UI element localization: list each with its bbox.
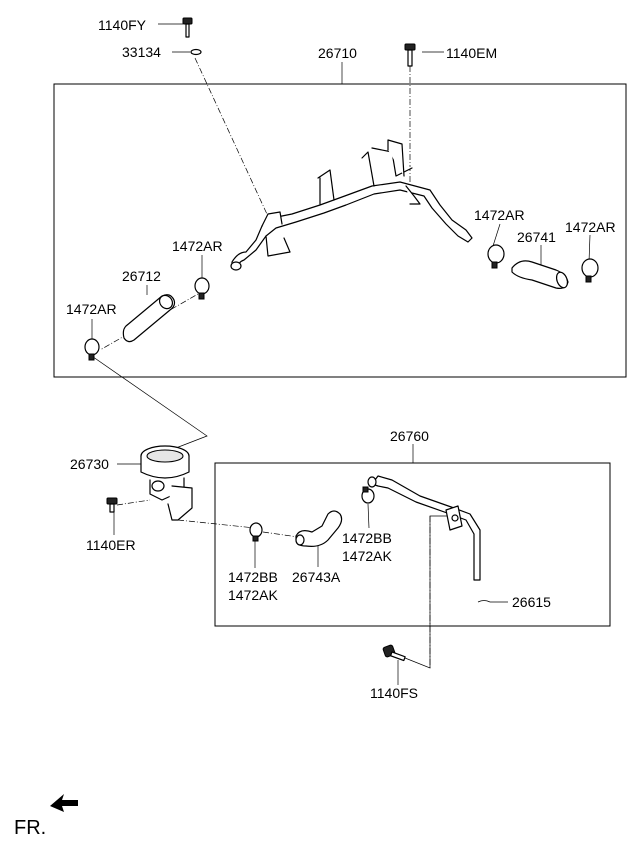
- valve-26730: [140, 445, 193, 521]
- clamp-1472ar-icon: [84, 338, 100, 361]
- coolant-pipe-26710: [230, 139, 473, 271]
- bolt-1140er-icon: [106, 497, 118, 513]
- clamp-1472bb-icon: [249, 522, 263, 542]
- hose-26712: [122, 294, 176, 343]
- label-26710: 26710: [318, 45, 357, 61]
- label-1472ar: 1472AR: [172, 238, 223, 254]
- bolt-1140fs-icon: [382, 644, 406, 662]
- label-1472ar: 1472AR: [66, 301, 117, 317]
- bolt-1140fy-icon: [182, 17, 193, 38]
- hose-26741: [511, 260, 569, 289]
- hose-26743a: [295, 510, 343, 547]
- clamp-1472ar-icon: [194, 277, 210, 300]
- bolt-1140em-icon: [404, 43, 416, 67]
- label-26615: 26615: [512, 594, 551, 610]
- label-26760: 26760: [390, 428, 429, 444]
- label-26730: 26730: [70, 456, 109, 472]
- label-1140fs: 1140FS: [370, 685, 418, 701]
- label-26743a: 26743A: [292, 569, 341, 585]
- clip-26615-icon: [477, 600, 491, 603]
- clamp-1472ar-icon: [581, 258, 599, 283]
- o-ring-33134-icon: [190, 48, 202, 56]
- label-1472bb: 1472BB: [342, 530, 392, 546]
- clamp-1472ar-icon: [487, 244, 505, 269]
- lower-assembly-frame: [214, 462, 611, 627]
- clamp-1472bb-icon: [361, 486, 375, 504]
- coolant-pipe-26760: [367, 475, 481, 581]
- front-indicator-label: FR.: [14, 817, 46, 839]
- front-direction-arrow-icon: [50, 794, 78, 812]
- upper-assembly-frame: [53, 83, 627, 378]
- label-1140em: 1140EM: [446, 45, 497, 61]
- label-1140er: 1140ER: [86, 537, 136, 553]
- label-26741: 26741: [517, 229, 556, 245]
- label-1140fy: 1140FY: [98, 17, 147, 33]
- label-1472ar: 1472AR: [474, 207, 525, 223]
- label-1472ak: 1472AK: [228, 587, 278, 603]
- label-33134: 33134: [122, 44, 161, 60]
- label-26712: 26712: [122, 268, 161, 284]
- leader-lines: [85, 23, 591, 685]
- label-1472bb: 1472BB: [228, 569, 278, 585]
- label-1472ar: 1472AR: [565, 219, 616, 235]
- label-1472ak: 1472AK: [342, 548, 392, 564]
